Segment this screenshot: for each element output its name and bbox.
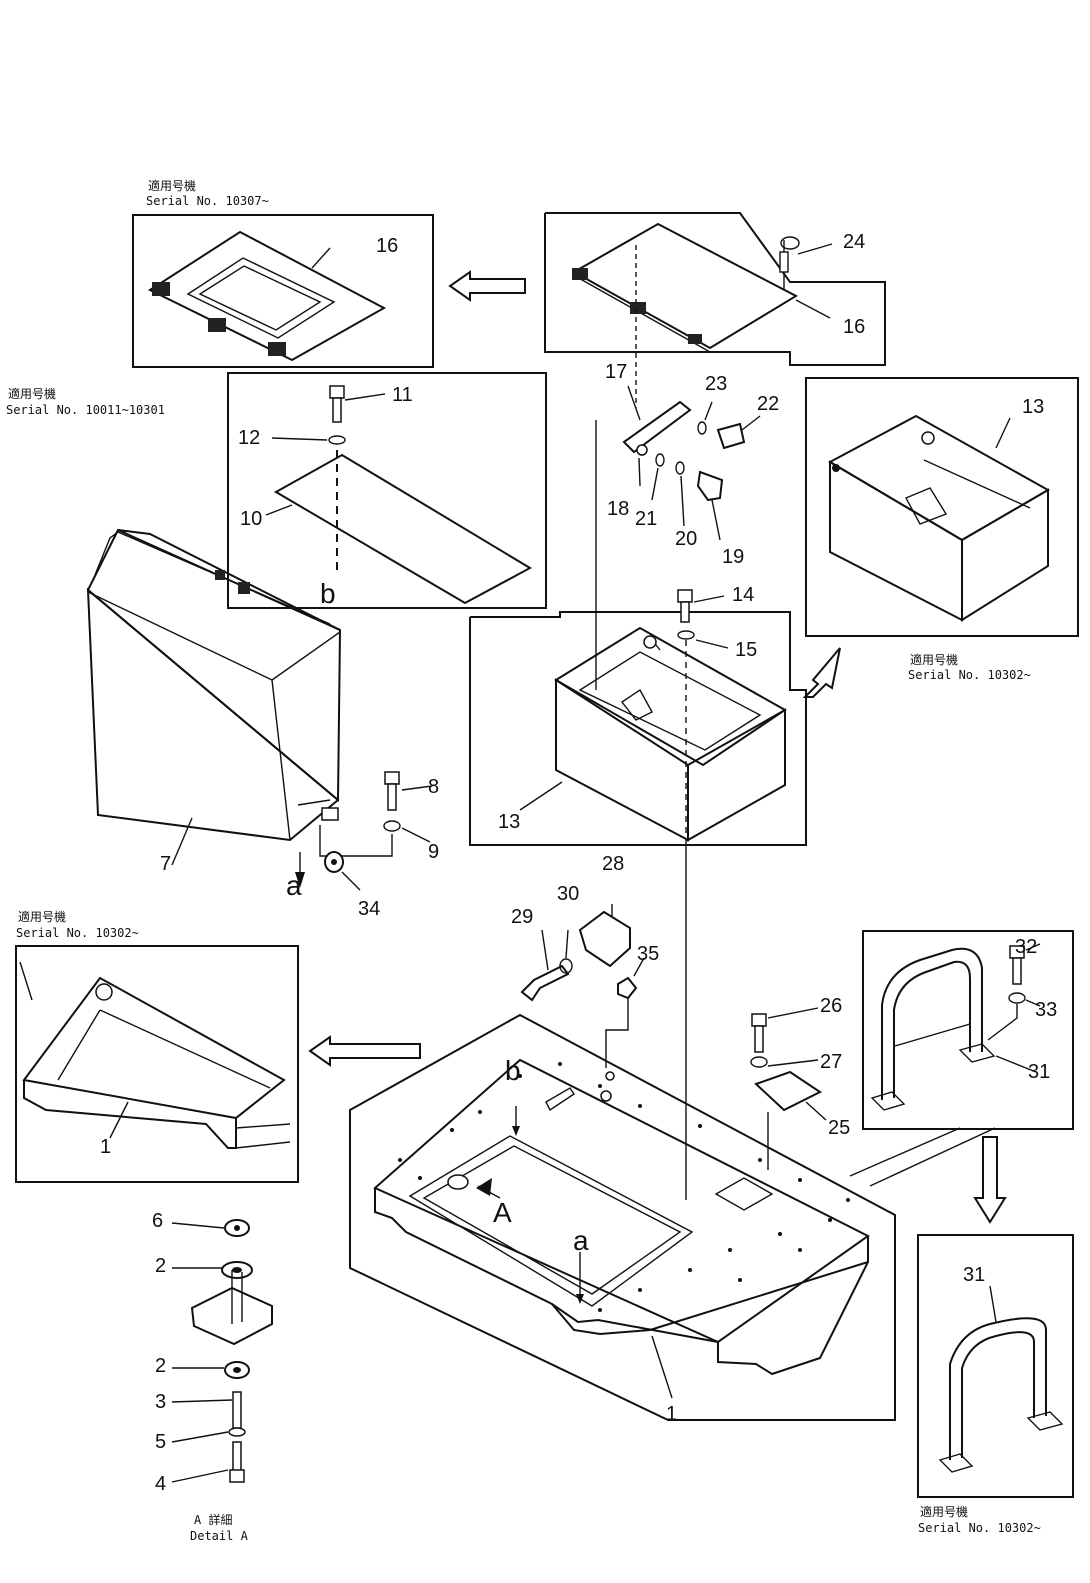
cover-plate xyxy=(571,222,833,408)
part-number: 2 xyxy=(155,1255,166,1277)
part-number: 33 xyxy=(1035,999,1057,1021)
serial-note-lower-left-jp: 適用号機 xyxy=(18,909,66,924)
part-number: 4 xyxy=(155,1473,166,1495)
part-number: 17 xyxy=(605,361,627,383)
part-number: 11 xyxy=(392,384,413,406)
reference-letters: a a b b A xyxy=(286,578,589,1256)
part-number: 9 xyxy=(428,841,439,863)
box-13-new xyxy=(827,414,1051,622)
serial-note-mid-left: Serial No. 10011~10301 xyxy=(6,403,165,417)
serial-note-bottom-right-jp: 適用号機 xyxy=(920,1504,968,1519)
part-number: 30 xyxy=(557,883,579,905)
serial-note-mid-left-jp: 適用号機 xyxy=(8,386,56,401)
part-number: 10 xyxy=(240,508,262,530)
arrow-up-right xyxy=(802,647,841,698)
part-number: 25 xyxy=(828,1117,850,1139)
frame-base xyxy=(349,1013,896,1421)
frames xyxy=(15,212,1079,1498)
detail-a xyxy=(171,1219,273,1483)
ref-letter-a-base: a xyxy=(573,1225,589,1256)
frame-mid-left xyxy=(227,372,547,609)
serial-note-right: Serial No. 10302~ xyxy=(908,668,1031,682)
part-number: 29 xyxy=(511,906,533,928)
frame-bottom-right xyxy=(917,1234,1074,1498)
part-number: 8 xyxy=(428,776,439,798)
part-number: 13 xyxy=(498,811,520,833)
part-number: 27 xyxy=(820,1051,842,1073)
part-number: 24 xyxy=(843,231,865,253)
detail-label-jp: A 詳細 xyxy=(194,1512,232,1527)
frame-handrail xyxy=(862,930,1074,1130)
serial-note-right-jp: 適用号機 xyxy=(910,652,958,667)
handrail-31-variant xyxy=(938,1285,1064,1473)
part-number: 18 xyxy=(607,498,629,520)
frame-right xyxy=(805,377,1079,637)
ref-letter-detail-a: A xyxy=(493,1197,512,1228)
frame-lower-left xyxy=(15,945,299,1183)
base-frame-1 xyxy=(373,1058,870,1399)
arrow-left-top xyxy=(448,270,526,302)
serial-note-top-left-jp: 適用号機 xyxy=(148,178,196,193)
part-number: 16 xyxy=(843,316,865,338)
part-number: 26 xyxy=(820,995,842,1017)
part-number: 1 xyxy=(666,1403,677,1425)
arrow-left-lower xyxy=(308,1035,421,1067)
ref-letter-a-console: a xyxy=(286,870,302,901)
part-number: 15 xyxy=(735,639,757,661)
plate-old xyxy=(265,385,533,605)
link-17 xyxy=(595,385,761,690)
part-number: 12 xyxy=(238,427,260,449)
part-number: 7 xyxy=(160,853,171,875)
frame-1-variant xyxy=(19,961,291,1149)
part-number: 22 xyxy=(757,393,779,415)
frame-center-box xyxy=(469,611,807,846)
part-number: 28 xyxy=(602,853,624,875)
serial-note-lower-left: Serial No. 10302~ xyxy=(16,926,139,940)
part-number: 32 xyxy=(1015,936,1037,958)
handrail-31 xyxy=(849,943,1041,1187)
bolt-8-washer-9-nut-34 xyxy=(319,771,433,891)
part-number: 13 xyxy=(1022,396,1044,418)
part-number: 5 xyxy=(155,1431,166,1453)
ref-letter-b-plate: b xyxy=(320,578,336,609)
serial-note-bottom-right: Serial No. 10302~ xyxy=(918,1521,1041,1535)
part-number: 23 xyxy=(705,373,727,395)
part-number: 14 xyxy=(732,584,754,606)
arrows xyxy=(308,270,1007,1224)
part-number: 21 xyxy=(635,508,657,530)
floor-mat-new xyxy=(147,230,387,362)
part-number: 2 xyxy=(155,1355,166,1377)
part-number: 3 xyxy=(155,1391,166,1413)
frame-top-center xyxy=(544,212,886,366)
detail-label: Detail A xyxy=(190,1529,249,1543)
part-number: 19 xyxy=(722,546,744,568)
ref-letter-b-base: b xyxy=(505,1055,521,1086)
plate-25 xyxy=(750,1007,827,1170)
box-13-old xyxy=(519,589,787,1200)
part-number: 34 xyxy=(358,898,380,920)
part-number: 6 xyxy=(152,1210,163,1232)
part-numbers: 16 16 24 11 12 10 17 23 22 13 18 21 20 1… xyxy=(100,231,1057,1495)
serial-notes: 適用号機 Serial No. 10307~ 適用号機 Serial No. 1… xyxy=(6,178,1041,1543)
arrow-down-right xyxy=(973,1136,1007,1224)
part-number: 20 xyxy=(675,528,697,550)
part-number: 35 xyxy=(637,943,659,965)
part-number: 31 xyxy=(963,1264,985,1286)
part-number: 1 xyxy=(100,1136,111,1158)
frame-top-left xyxy=(132,214,434,368)
serial-note-top-left: Serial No. 10307~ xyxy=(146,194,269,208)
bracket-28 xyxy=(520,904,645,1068)
console-7 xyxy=(86,528,342,888)
part-number: 16 xyxy=(376,235,398,257)
part-number: 31 xyxy=(1028,1061,1050,1083)
